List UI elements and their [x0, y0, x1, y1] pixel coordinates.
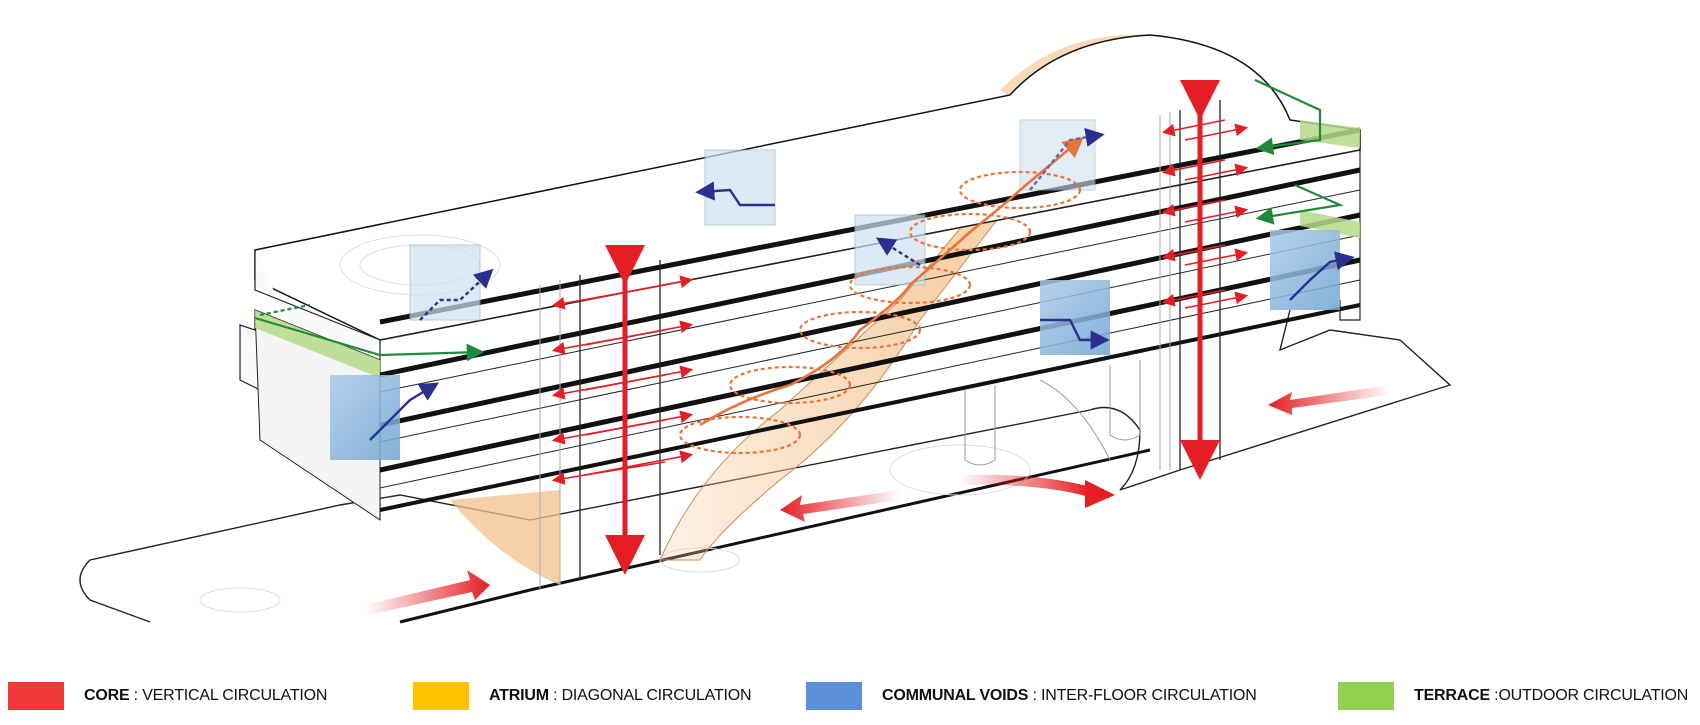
- communal-voids: [330, 119, 1340, 460]
- legend-swatch-atrium: [413, 682, 469, 710]
- legend-label-terrace: TERRACE :OUTDOOR CIRCULATION: [1414, 687, 1689, 704]
- legend-item-atrium: ATRIUM : DIAGONAL CIRCULATION: [413, 676, 752, 716]
- core-arrows: [365, 80, 1390, 615]
- legend-label-communal-voids: COMMUNAL VOIDS : INTER-FLOOR CIRCULATION: [882, 687, 1257, 704]
- terrace-arrows: [254, 79, 1344, 362]
- legend-item-communal-voids: COMMUNAL VOIDS : INTER-FLOOR CIRCULATION: [806, 676, 1257, 716]
- legend-label-core: CORE : VERTICAL CIRCULATION: [84, 687, 328, 704]
- circulation-diagram: [79, 34, 1452, 624]
- atrium-arrows: [678, 136, 1084, 455]
- legend-item-core: CORE : VERTICAL CIRCULATION: [8, 676, 327, 716]
- legend-item-terrace: TERRACE :OUTDOOR CIRCULATION: [1338, 676, 1688, 716]
- legend-swatch-terrace: [1338, 682, 1394, 710]
- legend-label-atrium: ATRIUM : DIAGONAL CIRCULATION: [489, 687, 752, 704]
- void-arrows: [369, 127, 1355, 441]
- site-ground: [79, 309, 1452, 624]
- legend-swatch-communal-voids: [806, 682, 862, 710]
- legend-swatch-core: [8, 682, 64, 710]
- legend: CORE : VERTICAL CIRCULATION ATRIUM : DIA…: [0, 676, 1700, 716]
